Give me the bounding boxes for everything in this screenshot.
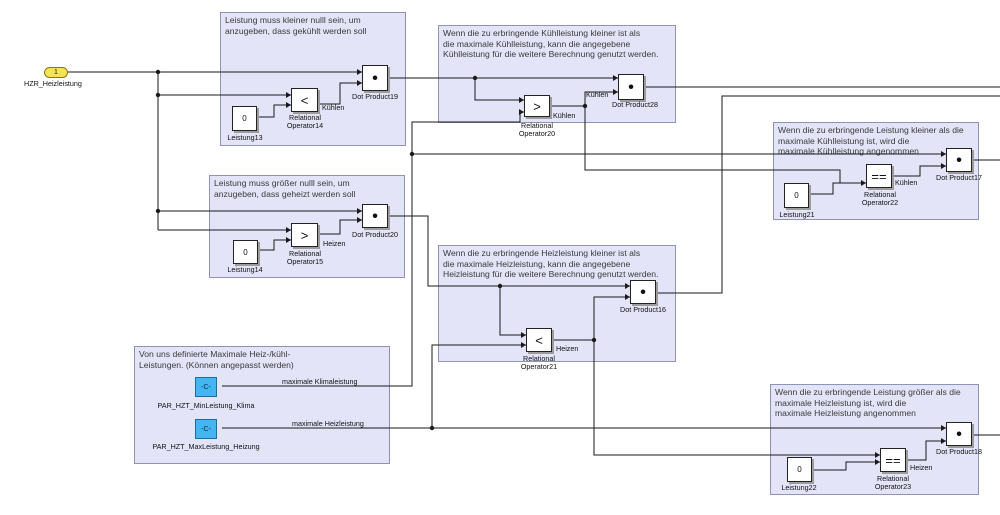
dot-symbol: • (956, 151, 962, 169)
constant-leistung21[interactable]: 0 (784, 183, 809, 208)
area-heating-max-text: Wenn die zu erbringende Leistung größer … (775, 387, 961, 418)
signal-max-klimaleistung: maximale Klimaleistung (282, 377, 358, 386)
area-parameters: Von uns definierte Maximale Heiz-/kühl- … (134, 346, 390, 464)
signal-kuehlen-4: Kühlen (895, 178, 918, 187)
signal-kuehlen-2: Kühlen (586, 90, 609, 99)
leistung13-label: Leistung13 (227, 133, 263, 142)
constant-leistung22[interactable]: 0 (787, 457, 812, 482)
dot-product16-label: Dot Product16 (620, 305, 666, 314)
dot-symbol: • (372, 207, 378, 225)
relational-operator15[interactable]: > (291, 223, 318, 247)
relational-operator15-label: Relational Operator15 (286, 249, 324, 267)
param-min-leistung-klima-label: PAR_HZT_MinLeistung_Klima (157, 401, 255, 410)
dot-product16[interactable]: • (630, 280, 656, 304)
dot-product17[interactable]: • (946, 148, 972, 172)
area-heating-sign-text: Leistung muss größer nulll sein, um anzu… (214, 178, 356, 199)
signal-heizen-3: Heizen (910, 463, 933, 472)
greater-than-symbol: > (533, 98, 541, 114)
signal-kuehlen-1: Kühlen (322, 103, 345, 112)
inport-number: 1 (54, 69, 58, 76)
constant-value: 0 (243, 247, 248, 257)
inport-1[interactable]: 1 (44, 67, 68, 78)
dot-product20[interactable]: • (362, 204, 388, 228)
constant-value: 0 (797, 465, 802, 474)
dot-symbol: • (628, 78, 634, 96)
relational-operator22-label: Relational Operator22 (861, 190, 899, 208)
less-than-symbol: < (535, 332, 543, 348)
dot-product17-label: Dot Product17 (936, 173, 982, 182)
area-heating-limit-text: Wenn die zu erbringende Heizleistung kle… (443, 248, 659, 279)
constant-value: 0 (242, 114, 247, 123)
relational-operator22[interactable]: == (866, 164, 892, 188)
inport-label: HZR_Heizleistung (24, 79, 82, 88)
dot-symbol: • (640, 283, 646, 301)
param-min-leistung-klima[interactable]: -C- (195, 377, 217, 397)
constant-symbol: -C- (201, 425, 211, 433)
equal-symbol: == (885, 452, 901, 468)
area-cooling-max-text: Wenn die zu erbringende Leistung kleiner… (778, 125, 964, 156)
param-max-leistung-heizung-label: PAR_HZT_MaxLeistung_Heizung (152, 442, 260, 451)
dot-symbol: • (956, 425, 962, 443)
leistung22-label: Leistung22 (781, 483, 817, 492)
constant-symbol: -C- (201, 383, 211, 391)
area-cooling-limit-check: Wenn die zu erbringende Kühlleistung kle… (438, 25, 676, 123)
constant-value: 0 (794, 191, 799, 200)
area-cooling-limit-text: Wenn die zu erbringende Kühlleistung kle… (443, 28, 659, 59)
dot-product18-label: Dot Product18 (936, 447, 982, 456)
relational-operator14-label: Relational Operator14 (286, 113, 324, 131)
dot-product18[interactable]: • (946, 422, 972, 446)
greater-than-symbol: > (300, 227, 309, 243)
dot-product28-label: Dot Product28 (612, 100, 658, 109)
area-cooling-sign-text: Leistung muss kleiner nulll sein, um anz… (225, 15, 367, 36)
signal-heizen-1: Heizen (323, 239, 346, 248)
area-parameters-text: Von uns definierte Maximale Heiz-/kühl- … (139, 349, 294, 370)
leistung21-label: Leistung21 (779, 210, 815, 219)
relational-operator20[interactable]: > (524, 95, 550, 117)
less-than-symbol: < (300, 92, 309, 108)
signal-kuehlen-3: Kühlen (553, 111, 576, 120)
dot-product28[interactable]: • (618, 74, 644, 100)
signal-max-heizleistung: maximale Heizleistung (292, 419, 364, 428)
relational-operator20-label: Relational Operator20 (518, 121, 556, 139)
relational-operator21[interactable]: < (526, 328, 552, 352)
constant-leistung14[interactable]: 0 (233, 240, 258, 264)
signal-heizen-2: Heizen (556, 344, 579, 353)
dot-product19[interactable]: • (362, 65, 388, 91)
leistung14-label: Leistung14 (227, 265, 263, 274)
dot-symbol: • (372, 69, 378, 87)
relational-operator23[interactable]: == (880, 448, 906, 472)
dot-product20-label: Dot Product20 (352, 230, 398, 239)
relational-operator21-label: Relational Operator21 (520, 354, 558, 372)
constant-leistung13[interactable]: 0 (232, 106, 257, 131)
relational-operator14[interactable]: < (291, 88, 318, 112)
relational-operator23-label: Relational Operator23 (874, 474, 912, 492)
equal-symbol: == (871, 168, 887, 184)
dot-product19-label: Dot Product19 (352, 92, 398, 101)
param-max-leistung-heizung[interactable]: -C- (195, 419, 217, 439)
